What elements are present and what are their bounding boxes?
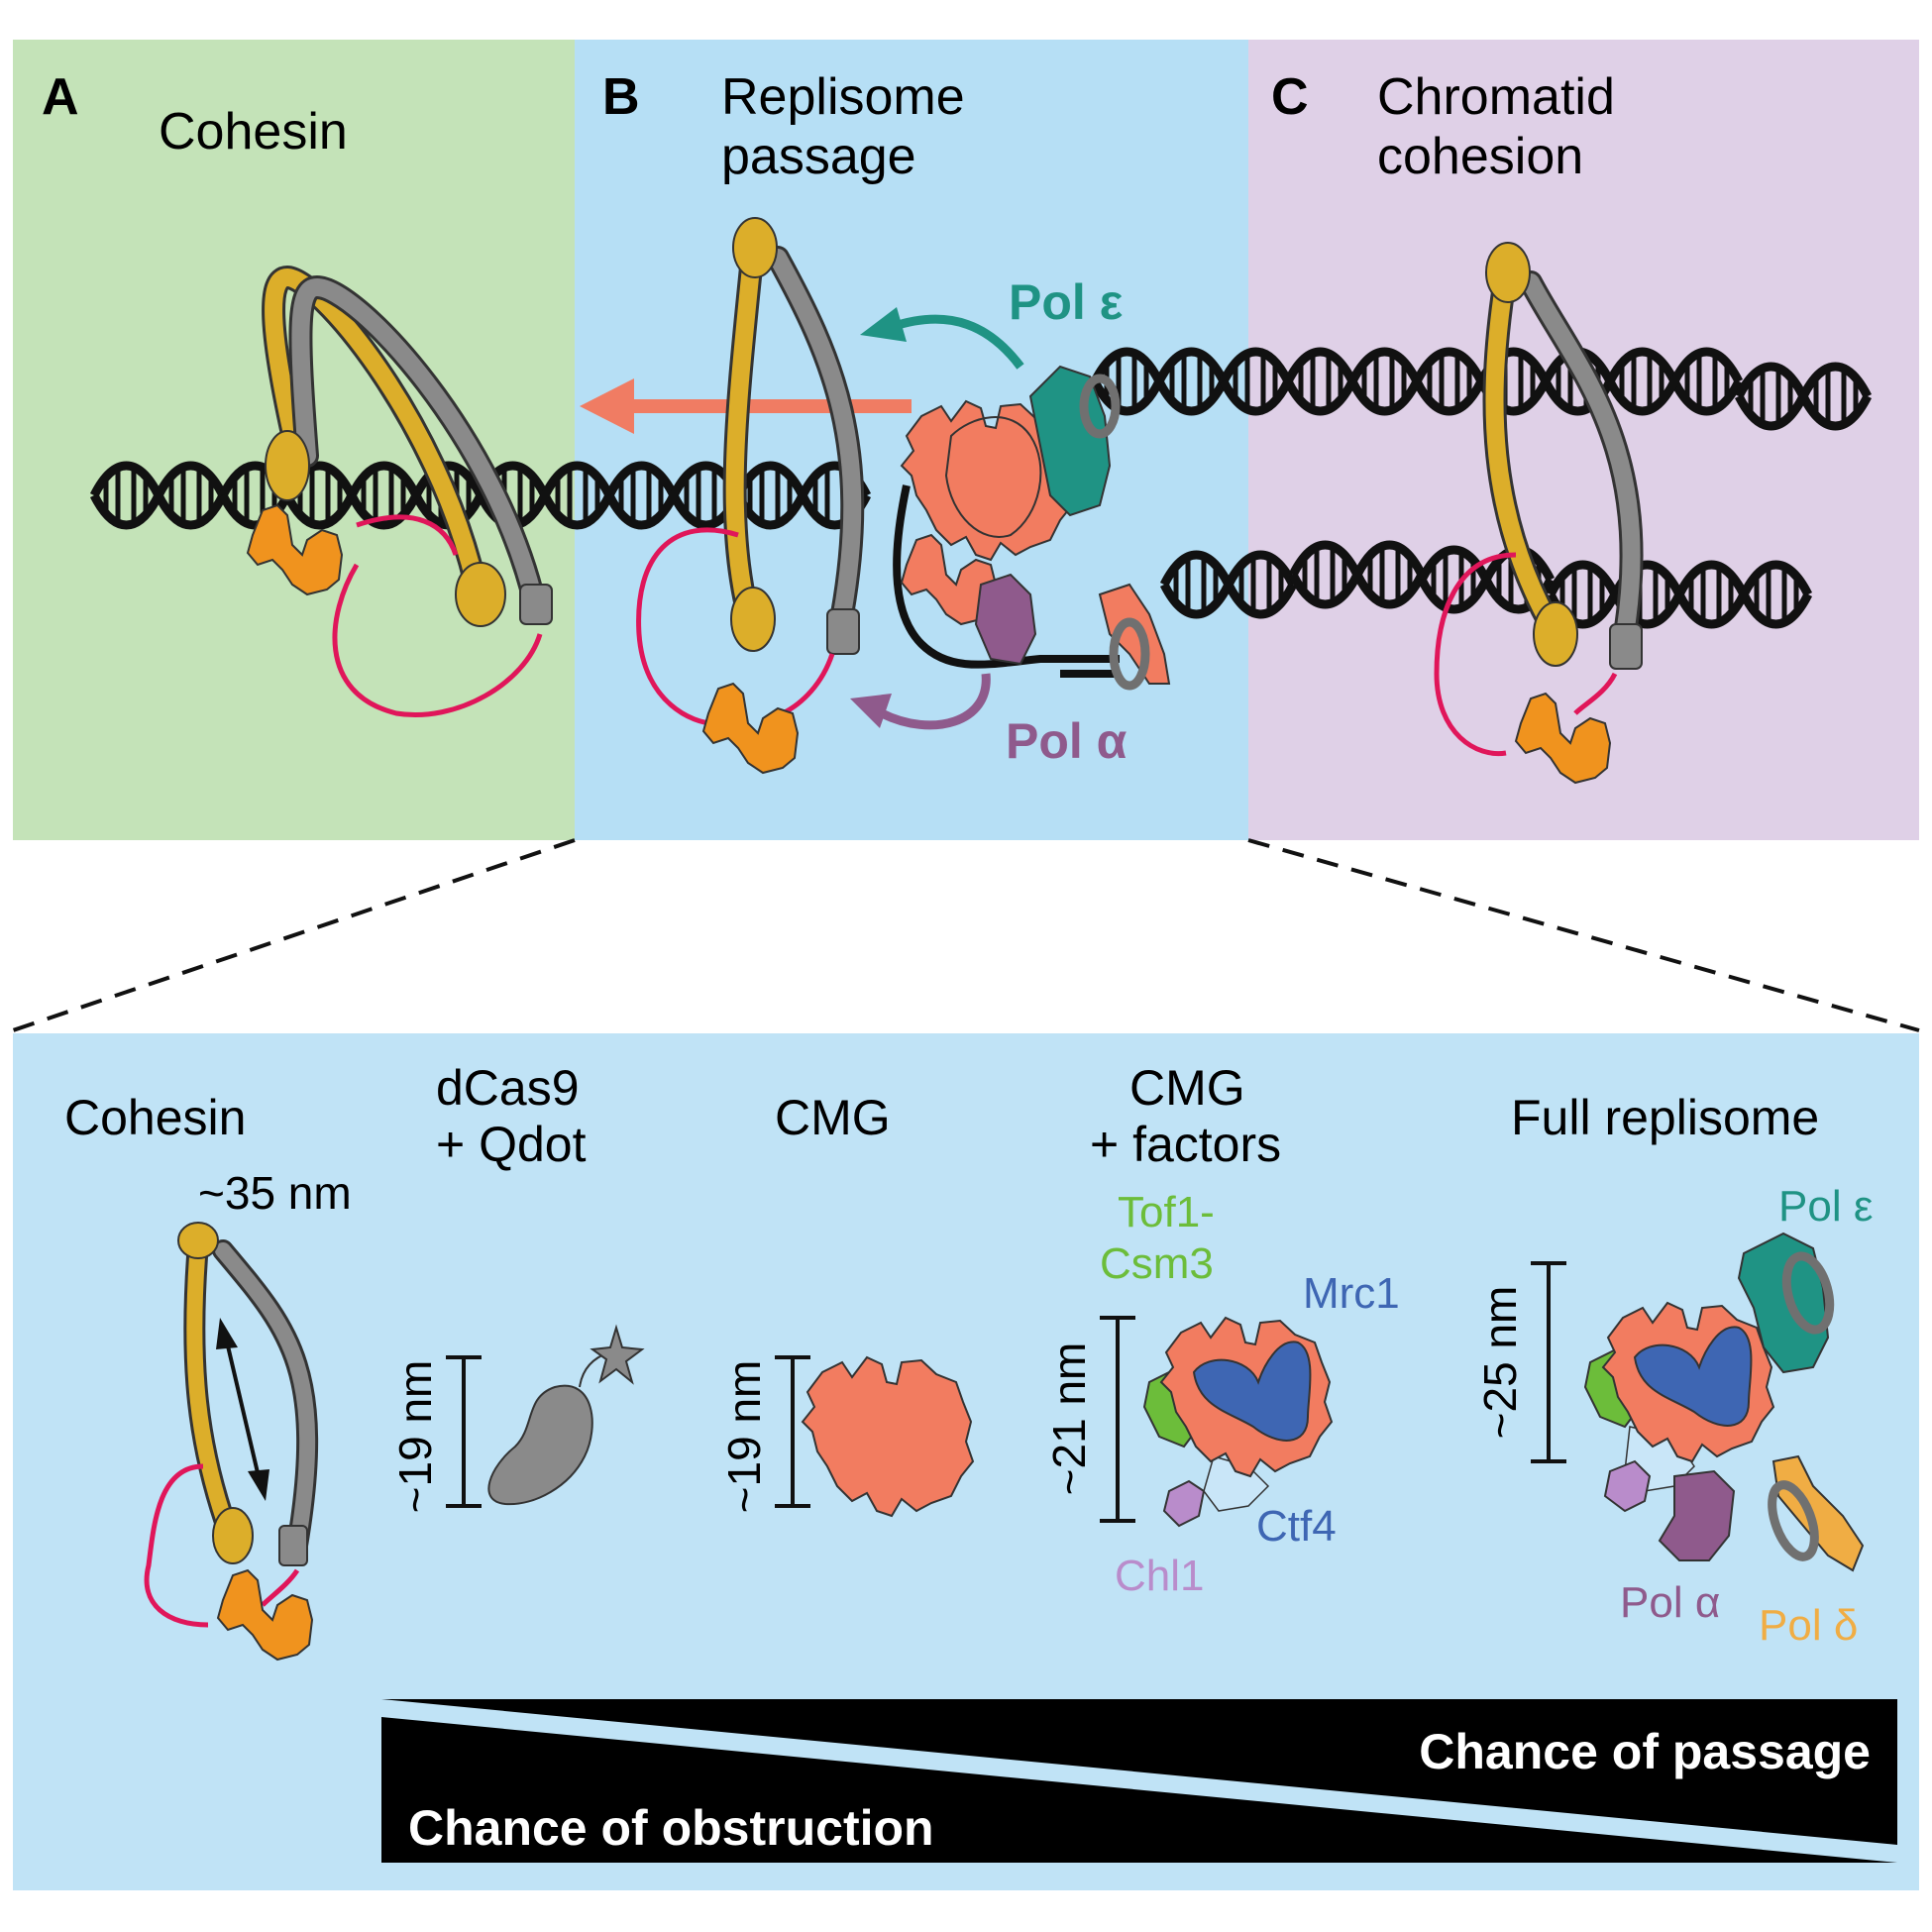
chance-of-obstruction-label: Chance of obstruction xyxy=(408,1800,934,1856)
tof1-csm3-label-line2: Csm3 xyxy=(1100,1239,1214,1288)
cmg-factors-illustration xyxy=(1142,1317,1333,1528)
gradient-diagonal xyxy=(381,1699,1897,1863)
col-cmg-factors-title-line1: CMG xyxy=(1129,1060,1245,1116)
panel-a-letter: A xyxy=(42,68,79,126)
passage-arrow xyxy=(580,378,912,434)
pol-alpha-label-b: Pol α xyxy=(1006,713,1127,769)
full-replisome-scale-bar xyxy=(1531,1261,1566,1463)
col-cmg-factors-title-line2: + factors xyxy=(1090,1117,1281,1172)
cmg-scale-label: ~19 nm xyxy=(718,1360,770,1514)
panel-a-title: Cohesin xyxy=(159,103,348,161)
zoom-line-right xyxy=(1247,838,1920,1032)
cmg-factors-scale-bar xyxy=(1100,1316,1135,1523)
cohesin-bottom-illustration xyxy=(144,1222,319,1661)
pol-epsilon-label-bottom: Pol ε xyxy=(1778,1182,1873,1231)
dcas9-shape xyxy=(487,1384,593,1506)
panel-b-title-line1: Replisome xyxy=(721,68,965,126)
dcas9-scale-label: ~19 nm xyxy=(389,1360,441,1514)
col-cohesin-title: Cohesin xyxy=(64,1090,246,1145)
chance-of-passage-label: Chance of passage xyxy=(1419,1724,1871,1779)
cohesin-panel-a xyxy=(247,265,553,717)
panel-b-letter: B xyxy=(602,68,640,126)
cohesin-scale-label: ~35 nm xyxy=(198,1167,352,1219)
probability-gradient xyxy=(381,1699,1897,1863)
panel-c-title-line2: cohesion xyxy=(1377,128,1583,185)
ctf4-label: Ctf4 xyxy=(1256,1502,1337,1551)
replisome-panel-b xyxy=(893,365,1171,691)
mrc1-label: Mrc1 xyxy=(1303,1269,1400,1318)
pol-epsilon-arrow xyxy=(890,314,1024,370)
chl1-label: Chl1 xyxy=(1115,1552,1205,1600)
tof1-csm3-label-line1: Tof1- xyxy=(1118,1188,1215,1236)
pol-epsilon-arrowhead xyxy=(860,307,907,342)
panel-c-background xyxy=(1248,40,1919,840)
panel-b-title-line2: passage xyxy=(721,128,916,185)
full-replisome-scale-label: ~25 nm xyxy=(1474,1286,1526,1440)
cmg-factors-scale-label: ~21 nm xyxy=(1043,1342,1095,1496)
pol-epsilon-label-b: Pol ε xyxy=(1009,274,1123,330)
pol-alpha-arrow xyxy=(879,673,991,730)
col-dcas9-title-line1: dCas9 xyxy=(436,1060,580,1116)
zoom-line-left xyxy=(12,838,576,1032)
panel-c-letter: C xyxy=(1271,68,1309,126)
col-cmg-title: CMG xyxy=(775,1090,891,1145)
panel-c-title-line1: Chromatid xyxy=(1377,68,1615,126)
cohesin-panel-c xyxy=(1434,242,1644,784)
qdot-star-icon xyxy=(590,1324,645,1385)
dcas9-scale-bar xyxy=(446,1355,482,1508)
pol-alpha-label-bottom: Pol α xyxy=(1620,1578,1720,1627)
pol-alpha-arrowhead xyxy=(850,694,892,728)
cmg-scale-bar xyxy=(775,1355,810,1508)
cohesin-panel-b xyxy=(636,217,865,774)
col-dcas9-title-line2: + Qdot xyxy=(436,1117,587,1172)
pol-delta-label-bottom: Pol δ xyxy=(1759,1601,1858,1650)
full-replisome-illustration xyxy=(1583,1232,1865,1572)
col-full-replisome-title: Full replisome xyxy=(1511,1090,1819,1145)
